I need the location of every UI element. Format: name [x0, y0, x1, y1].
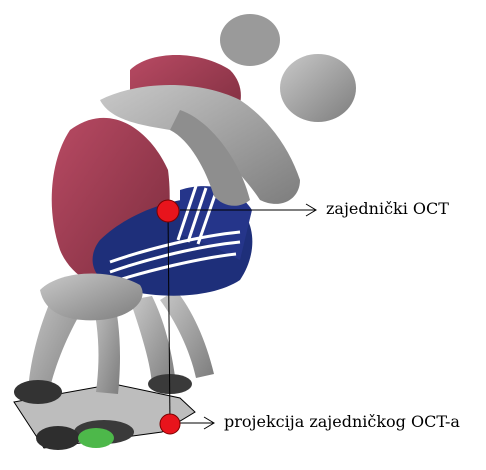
common-cog-label: zajednički OCT	[326, 200, 449, 218]
wrestlers-photo	[14, 14, 356, 450]
projection-marker	[160, 414, 180, 434]
cog-marker	[157, 200, 179, 222]
cog-projection-label: projekcija zajedničkog OCT-a	[224, 413, 460, 431]
arrow-right	[180, 417, 214, 429]
